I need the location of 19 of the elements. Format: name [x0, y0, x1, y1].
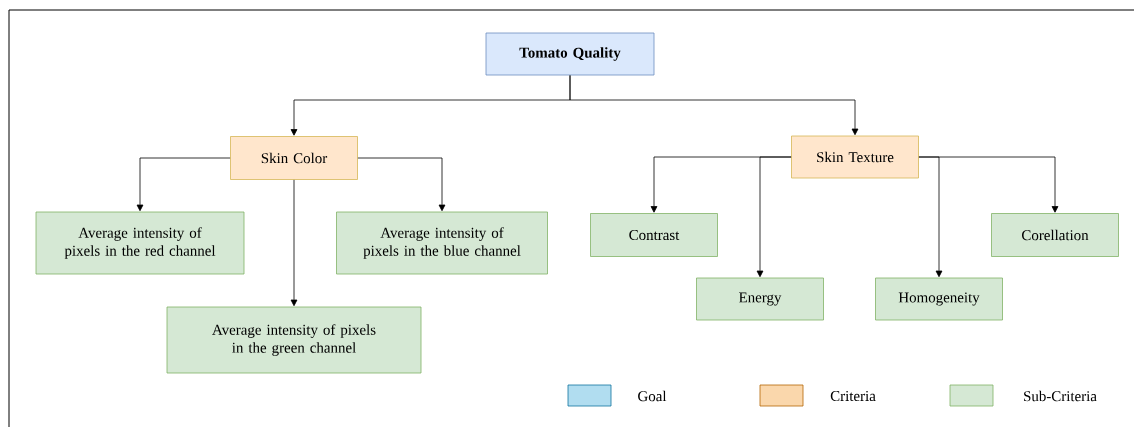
- criterion-box: Skin Texture: [791, 135, 919, 179]
- arrow: [756, 156, 792, 278]
- sub-criterion-box: Corellation: [991, 213, 1119, 257]
- arrow: [136, 157, 231, 212]
- sub-criterion-box: Homogeneity: [875, 277, 1003, 321]
- sub-criterion-box: Average intensity of pixels in the blue channel: [336, 211, 548, 275]
- sub-criterion-box: Average intensity of pixels in the red channel: [35, 211, 245, 275]
- criterion-box: Skin Color: [230, 136, 358, 180]
- arrow: [569, 75, 859, 136]
- legend-label: Goal: [638, 390, 667, 402]
- goal-box: Tomato Quality: [485, 32, 655, 76]
- arrow: [290, 179, 298, 307]
- arrow: [357, 157, 446, 212]
- sub-criterion-box: Energy: [696, 277, 824, 321]
- sub-criterion-box: Average intensity of pixels in the green channel: [166, 306, 422, 374]
- legend-label: Sub-Criteria: [1024, 390, 1097, 402]
- legend-label: Criteria: [830, 391, 876, 401]
- sub-criterion-box: Contrast: [590, 213, 718, 257]
- arrow: [918, 156, 1059, 213]
